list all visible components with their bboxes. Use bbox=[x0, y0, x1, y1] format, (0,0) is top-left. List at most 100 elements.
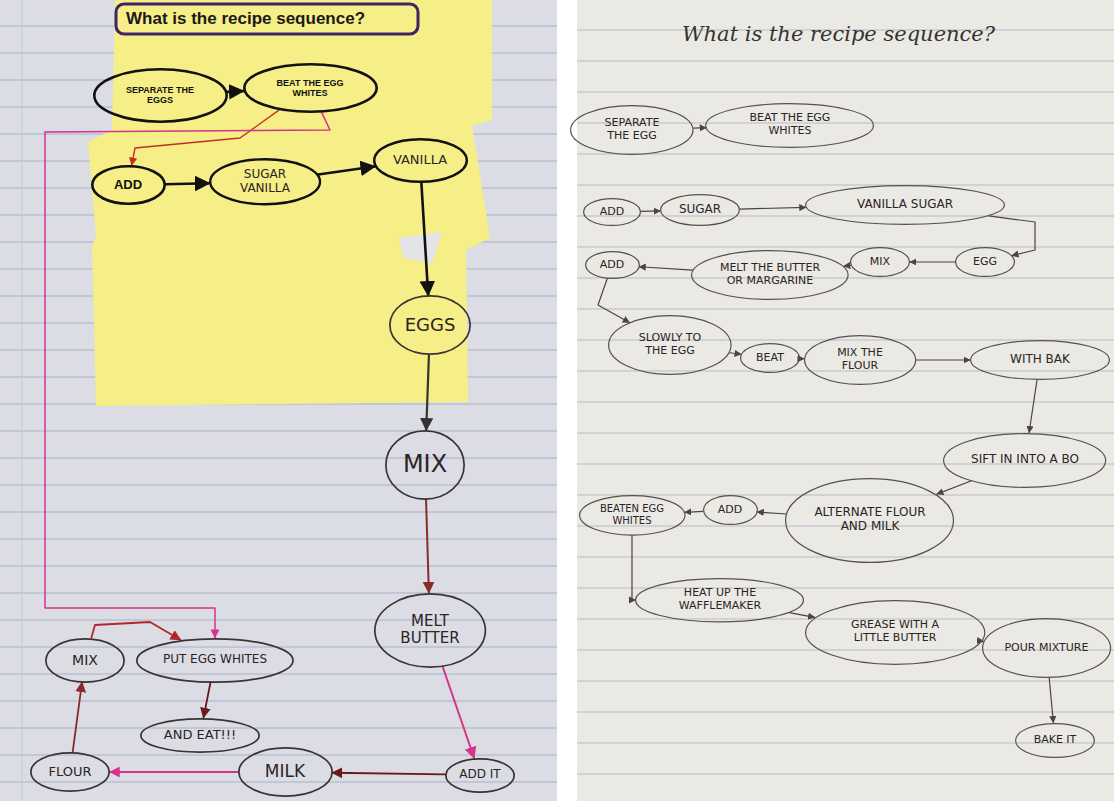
ellipse-border bbox=[244, 64, 376, 111]
handwritten-step-bubble: SEPARATE THE EGG bbox=[570, 105, 694, 155]
ellipse-border bbox=[804, 336, 915, 385]
handwritten-step-ellipse: AND EAT!!! bbox=[140, 718, 260, 753]
sequence-arrow bbox=[740, 207, 806, 209]
step-text: WITH BAK bbox=[1010, 353, 1070, 367]
ellipse-border bbox=[805, 600, 984, 664]
step-text: MILK bbox=[265, 762, 305, 782]
margin-line bbox=[22, 0, 23, 801]
step-text: AND EAT!!! bbox=[164, 728, 236, 743]
ellipse-border bbox=[31, 753, 109, 791]
ellipse-border bbox=[92, 166, 164, 203]
step-text: MIX bbox=[870, 256, 890, 269]
sequence-arrow bbox=[694, 127, 706, 129]
handwritten-step-bubble: VANILLA SUGAR bbox=[805, 185, 1005, 225]
ellipse-border bbox=[141, 718, 259, 751]
ellipse-border bbox=[584, 199, 641, 226]
handwritten-step-ellipse: PUT EGG WHITES bbox=[136, 638, 294, 683]
step-text: MIX bbox=[403, 451, 447, 479]
handwritten-step-ellipse: EGGS bbox=[389, 295, 471, 355]
ellipse-border bbox=[692, 251, 848, 300]
sequence-arrow bbox=[110, 771, 238, 773]
handwritten-step-ellipse: VANILLA bbox=[373, 138, 468, 183]
handwritten-step-bubble: SLOWLY TO THE EGG bbox=[608, 315, 732, 375]
sequence-arrow bbox=[632, 535, 635, 600]
printed-step-ellipse: BEAT THE EGG WHITES bbox=[243, 63, 378, 113]
ellipse-border bbox=[703, 496, 757, 525]
ellipse-border bbox=[944, 433, 1106, 487]
sequence-arrow bbox=[757, 512, 786, 514]
sequence-arrow bbox=[1049, 678, 1053, 723]
step-text: ADD bbox=[600, 206, 624, 219]
ellipse-border bbox=[375, 593, 486, 666]
sequence-arrow bbox=[421, 182, 428, 295]
handwritten-step-bubble: SIFT IN INTO A BO bbox=[943, 433, 1106, 488]
handwritten-step-bubble: ADD bbox=[703, 495, 758, 525]
photo-gap bbox=[557, 0, 577, 801]
step-text: SLOWLY TO THE EGG bbox=[630, 332, 710, 357]
sequence-arrow bbox=[639, 267, 692, 270]
ellipse-border bbox=[94, 69, 226, 121]
ellipse-border bbox=[806, 186, 1005, 225]
sequence-arrow bbox=[165, 182, 208, 186]
sequence-arrow bbox=[989, 216, 1035, 256]
step-text: VANILLA SUGAR bbox=[857, 198, 953, 212]
step-text: ADD IT bbox=[459, 768, 500, 782]
ellipse-border bbox=[210, 159, 320, 204]
ellipse-border bbox=[741, 344, 800, 373]
sequence-arrow bbox=[844, 265, 851, 267]
handwritten-step-bubble: HEAT UP THE WAFFLEMAKER bbox=[635, 578, 804, 622]
step-text: BEAT THE EGG WHITES bbox=[266, 78, 354, 99]
step-text: MIX THE FLOUR bbox=[824, 347, 896, 372]
handwritten-step-bubble: BEATEN EGG WHITES bbox=[579, 495, 686, 536]
ellipse-border bbox=[386, 431, 464, 499]
paper-tear bbox=[398, 232, 442, 264]
step-text: VANILLA bbox=[393, 153, 447, 168]
step-text: ADD bbox=[718, 504, 742, 517]
printed-step-ellipse: ADD bbox=[91, 165, 166, 205]
handwritten-step-bubble: MIX bbox=[850, 247, 910, 277]
step-text: FLOUR bbox=[48, 765, 91, 780]
handwritten-step-ellipse: MIX bbox=[45, 638, 125, 683]
yellow-paper bbox=[88, 0, 492, 406]
handwritten-step-bubble: POUR MIXTURE bbox=[982, 618, 1111, 678]
printed-step-ellipse: SEPARATE THE EGGS bbox=[93, 68, 228, 123]
ellipse-border bbox=[374, 139, 467, 182]
sequence-arrow bbox=[789, 613, 814, 618]
step-text: ADD bbox=[114, 178, 142, 193]
handwritten-title: What is the recipe sequence? bbox=[682, 22, 995, 46]
page-title: What is the recipe sequence? bbox=[126, 9, 365, 29]
sequence-arrow bbox=[443, 667, 474, 758]
sequence-arrow bbox=[332, 773, 445, 775]
ellipse-border bbox=[579, 495, 684, 534]
handwritten-step-bubble: GREASE WITH A LITTLE BUTTER bbox=[805, 600, 985, 665]
step-text: BEAT bbox=[756, 352, 784, 365]
sequence-arrow bbox=[318, 166, 374, 174]
ellipse-border bbox=[390, 296, 470, 354]
handwritten-step-ellipse: ADD IT bbox=[445, 758, 515, 793]
sequence-arrow bbox=[641, 210, 660, 212]
ellipse-border bbox=[238, 748, 331, 796]
title-frame bbox=[116, 4, 418, 34]
ellipse-border bbox=[971, 341, 1110, 380]
handwritten-step-ellipse: MILK bbox=[238, 747, 333, 797]
ellipse-border bbox=[571, 106, 693, 155]
lined-page-left bbox=[0, 0, 557, 801]
handwritten-step-ellipse: SUGAR VANILLA bbox=[209, 158, 321, 205]
handwritten-step-bubble: ADD bbox=[583, 198, 641, 226]
lined-page-right bbox=[577, 0, 1114, 801]
sequence-arrow bbox=[426, 500, 429, 593]
handwritten-step-ellipse: MIX bbox=[385, 430, 465, 500]
step-text: POUR MIXTURE bbox=[1004, 642, 1088, 655]
step-text: MELT BUTTER bbox=[394, 613, 466, 648]
sequence-arrow bbox=[598, 279, 629, 323]
handwritten-step-bubble: BAKE IT bbox=[1015, 723, 1095, 758]
step-text: SUGAR VANILLA bbox=[229, 168, 301, 196]
sequence-arrow bbox=[916, 359, 970, 360]
step-text: ALTERNATE FLOUR AND MILK bbox=[814, 506, 926, 534]
handwritten-step-ellipse: MELT BUTTER bbox=[374, 593, 486, 668]
step-text: HEAT UP THE WAFFLEMAKER bbox=[664, 587, 776, 612]
step-text: BEAT THE EGG WHITES bbox=[734, 112, 846, 137]
step-text: EGGS bbox=[405, 315, 456, 336]
handwritten-step-ellipse: FLOUR bbox=[30, 752, 110, 792]
